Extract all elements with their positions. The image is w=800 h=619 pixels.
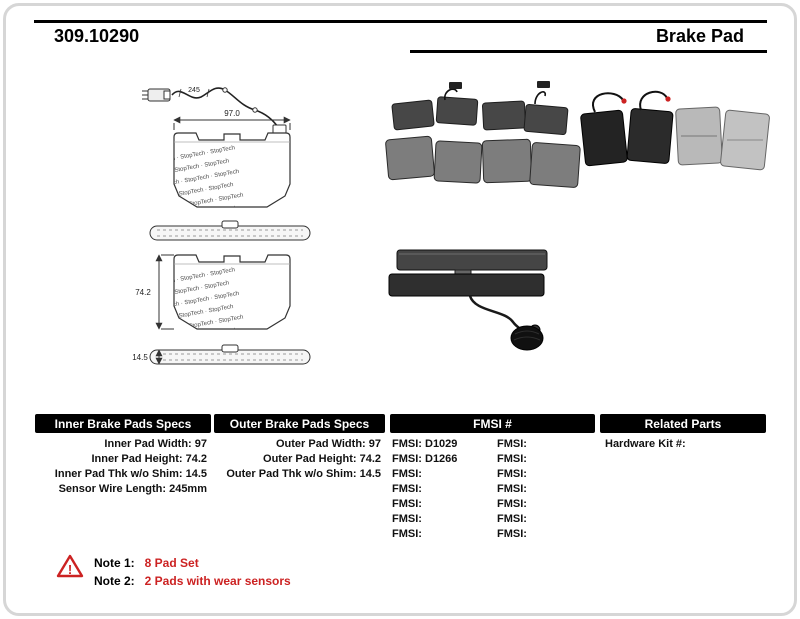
note-1: Note 1: 8 Pad Set [94, 556, 199, 570]
pad-set-photo [385, 81, 770, 188]
warning-icon: ! [56, 554, 84, 578]
outer-specs-list: Outer Pad Width: 97 Outer Pad Height: 74… [214, 437, 381, 482]
fmsi-row: FMSI: [392, 513, 422, 525]
sensor-wire-drawing [142, 87, 287, 135]
fmsi-row: FMSI: [497, 468, 527, 480]
related-parts-list: Hardware Kit #: [605, 437, 763, 452]
spec-row: Outer Pad Width: 97 [275, 438, 381, 450]
warning-glyph: ! [68, 562, 72, 577]
fmsi-row: FMSI: [497, 453, 527, 465]
fmsi-list-left: FMSI: D1029 FMSI: D1266 FMSI: FMSI: FMSI… [392, 437, 492, 542]
spec-row: Outer Pad Thk w/o Shim: 14.5 [226, 468, 381, 480]
pad-set-sensor-wires [444, 88, 546, 105]
fmsi-row: FMSI: [497, 528, 527, 540]
dim-pad-height: 74.2 [135, 288, 151, 297]
note-2-label: Note 2: [94, 574, 135, 588]
related-parts-header: Related Parts [600, 414, 766, 433]
fmsi-row: FMSI: [392, 528, 422, 540]
inner-specs-list: Inner Pad Width: 97 Inner Pad Height: 74… [35, 437, 207, 497]
fmsi-row: FMSI: [497, 483, 527, 495]
pad-set-front-row [385, 135, 581, 188]
pads-with-sensors-photo [580, 90, 770, 171]
fmsi-row: FMSI: [392, 468, 422, 480]
dim-pad-width: 97.0 [224, 109, 240, 118]
note-2-text: 2 Pads with wear sensors [144, 574, 291, 588]
page-title: Brake Pad [655, 26, 744, 46]
dim-width-lines [173, 116, 291, 130]
note-2: Note 2: 2 Pads with wear sensors [94, 574, 291, 588]
header-top-rule [34, 20, 767, 23]
fmsi-row: FMSI: [497, 513, 527, 525]
part-number: 309.10290 [54, 26, 140, 46]
header-bottom-rule [410, 50, 767, 53]
fmsi-row: FMSI: [392, 498, 422, 510]
dim-thickness-lines [155, 349, 171, 365]
pad-set-back-row [391, 96, 569, 136]
spec-row: Inner Pad Thk w/o Shim: 14.5 [54, 468, 207, 480]
spec-row: Inner Pad Height: 74.2 [91, 453, 207, 465]
fmsi-row: FMSI: [392, 483, 422, 495]
fmsi-row: FMSI: [497, 438, 527, 450]
pad-edge-view-1 [149, 220, 311, 241]
dim-pad-thickness: 14.5 [132, 353, 148, 362]
dim-sensor-wire-length: 245 [188, 87, 200, 94]
pad-sensor-wire-photo [388, 249, 548, 351]
note-1-label: Note 1: [94, 556, 135, 570]
spec-row: Sensor Wire Length: 245mm [58, 483, 207, 495]
dim-height-lines [155, 254, 174, 330]
fmsi-list-right: FMSI: FMSI: FMSI: FMSI: FMSI: FMSI: FMSI… [497, 437, 593, 542]
spec-row: Inner Pad Width: 97 [104, 438, 207, 450]
technical-drawing: 245 97.0 StopTech · StopTech · StopTech … [132, 87, 311, 365]
fmsi-row: FMSI: D1029 [392, 438, 458, 450]
related-part-row: Hardware Kit #: [605, 438, 686, 450]
outer-specs-header: Outer Brake Pads Specs [214, 414, 385, 433]
inner-specs-header: Inner Brake Pads Specs [35, 414, 211, 433]
spec-row: Outer Pad Height: 74.2 [263, 453, 381, 465]
fmsi-header: FMSI # [390, 414, 595, 433]
note-1-text: 8 Pad Set [144, 556, 199, 570]
pad-edge-view-2 [149, 344, 311, 365]
fmsi-row: FMSI: D1266 [392, 453, 458, 465]
fmsi-row: FMSI: [497, 498, 527, 510]
